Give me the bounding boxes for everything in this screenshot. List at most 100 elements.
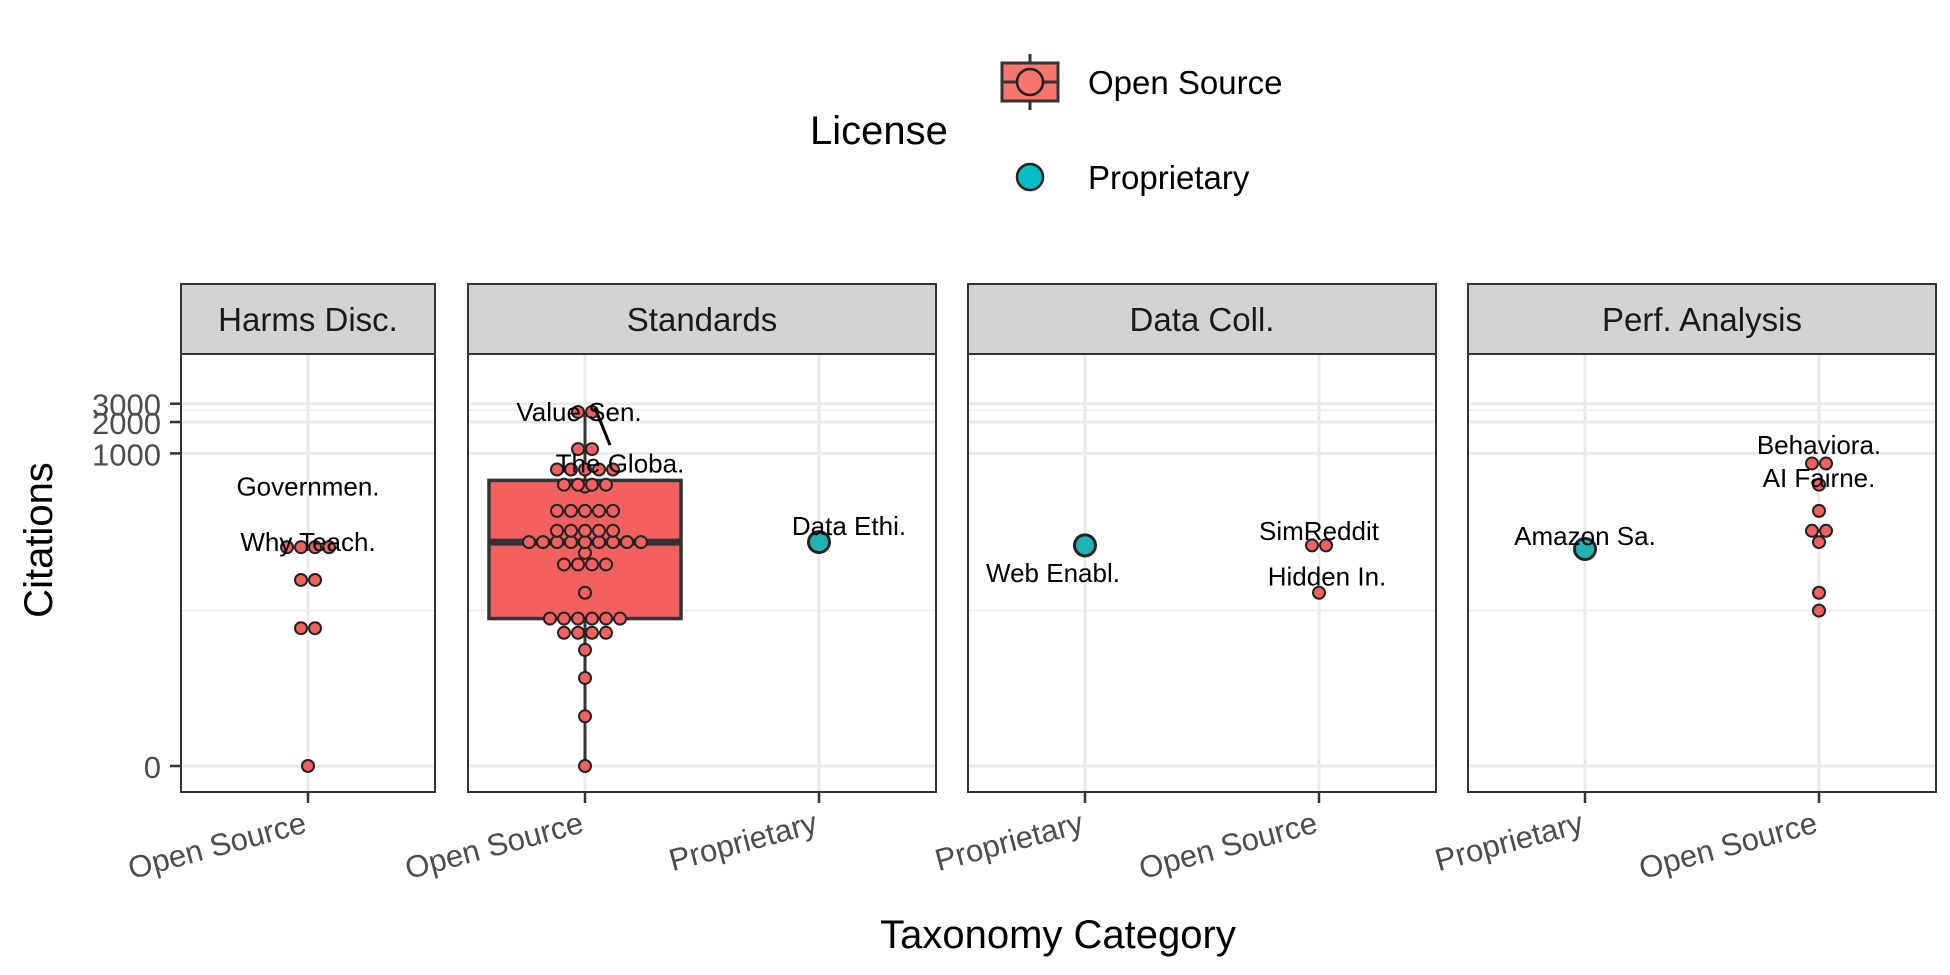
x-tick-label: Proprietary <box>931 805 1087 878</box>
data-point-open-source <box>550 462 564 477</box>
data-point-open-source <box>1805 523 1819 538</box>
data-point-open-source <box>1812 535 1826 550</box>
point-label: Data Ethi. <box>792 511 906 541</box>
data-point-open-source <box>606 503 620 518</box>
y-tick-label: 0 <box>144 750 161 785</box>
data-point-proprietary <box>1073 533 1097 558</box>
data-point-open-source <box>1812 585 1826 600</box>
data-point-open-source <box>578 462 592 477</box>
data-point-open-source <box>592 535 606 550</box>
point-label: Hidden In. <box>1268 561 1387 591</box>
point-label: The Globa. <box>556 448 685 478</box>
data-point-open-source <box>571 442 585 457</box>
data-point-open-source <box>557 477 571 492</box>
data-point-open-source <box>301 759 315 773</box>
legend-key-proprietary-point <box>1015 162 1045 192</box>
x-tick-label: Open Source <box>124 805 310 886</box>
data-point-open-source <box>571 477 585 492</box>
data-point-open-source <box>557 625 571 640</box>
facet-strip <box>467 283 937 355</box>
facet-strip <box>967 283 1437 355</box>
data-point-open-source <box>550 503 564 518</box>
data-point-open-source <box>599 611 613 626</box>
data-point-open-source <box>543 611 557 626</box>
data-point-open-source <box>322 540 336 555</box>
x-tick-label: Proprietary <box>1431 805 1587 878</box>
data-point-open-source <box>585 557 599 572</box>
facet-strip <box>1467 283 1937 355</box>
data-point-open-source <box>606 462 620 477</box>
x-tick-label: Open Source <box>1135 805 1321 886</box>
data-point-open-source <box>564 503 578 518</box>
data-point-proprietary <box>1573 536 1597 561</box>
legend-title: License <box>810 109 948 153</box>
data-point-open-source <box>592 523 606 538</box>
data-point-open-source <box>522 535 536 550</box>
data-point-open-source <box>1812 503 1826 518</box>
data-point-open-source <box>1819 456 1833 471</box>
legend-label-open-source: Open Source <box>1088 64 1282 101</box>
data-point-open-source <box>578 585 592 600</box>
data-point-open-source <box>308 572 322 587</box>
x-tick-label: Open Source <box>1635 805 1821 886</box>
data-point-open-source <box>578 709 592 724</box>
data-point-open-source <box>599 477 613 492</box>
legend-key-open-source-point <box>1015 67 1045 97</box>
data-point-open-source <box>571 404 585 419</box>
data-point-open-source <box>308 540 322 555</box>
facet-strip-label: Perf. Analysis <box>1602 301 1802 338</box>
data-point-open-source <box>1312 585 1326 600</box>
data-point-open-source <box>578 503 592 518</box>
data-point-open-source <box>578 759 592 773</box>
data-point-open-source <box>634 535 648 550</box>
facet-strip-label: Standards <box>627 301 777 338</box>
data-point-open-source <box>613 611 627 626</box>
data-point-open-source <box>592 462 606 477</box>
point-label: Value Sen. <box>516 397 641 427</box>
data-point-open-source <box>571 611 585 626</box>
data-point-open-source <box>585 625 599 640</box>
data-point-open-source <box>599 557 613 572</box>
data-point-open-source <box>585 442 599 457</box>
data-point-open-source <box>536 535 550 550</box>
legend-label-proprietary: Proprietary <box>1088 159 1250 196</box>
label-connector <box>593 407 612 446</box>
data-point-open-source <box>1319 538 1333 553</box>
data-point-open-source <box>557 557 571 572</box>
data-point-open-source <box>620 535 634 550</box>
point-label: Governmen. <box>236 472 379 502</box>
data-point-open-source <box>550 523 564 538</box>
data-point-open-source <box>564 523 578 538</box>
data-point-open-source <box>578 670 592 685</box>
data-point-open-source <box>606 535 620 550</box>
y-tick-label: 2000 <box>92 406 161 441</box>
y-tick-label: 1000 <box>92 437 161 472</box>
data-point-open-source <box>280 540 294 555</box>
data-point-open-source <box>564 462 578 477</box>
data-point-open-source <box>294 572 308 587</box>
point-label: Why Teach. <box>240 527 375 557</box>
data-point-open-source <box>1819 523 1833 538</box>
x-tick-label: Proprietary <box>665 805 821 878</box>
data-point-open-source <box>1305 538 1319 553</box>
point-label: SimReddit <box>1259 516 1380 546</box>
panel-border <box>467 353 937 793</box>
data-point-proprietary <box>807 530 831 555</box>
data-point-open-source <box>294 540 308 555</box>
data-point-open-source <box>550 535 564 550</box>
x-axis-title: Taxonomy Category <box>880 913 1236 957</box>
data-point-open-source <box>571 625 585 640</box>
data-point-open-source <box>599 625 613 640</box>
data-point-open-source <box>1812 477 1826 492</box>
facet-strip-label: Data Coll. <box>1130 301 1275 338</box>
data-point-open-source <box>557 611 571 626</box>
point-label: AI Fairne. <box>1763 463 1876 493</box>
point-label: Behaviora. <box>1757 430 1881 460</box>
y-axis-title: Citations <box>17 462 61 618</box>
data-point-open-source <box>1812 603 1826 618</box>
y-tick-label: 3000 <box>92 388 161 423</box>
data-point-open-source <box>1805 456 1819 471</box>
data-point-open-source <box>606 523 620 538</box>
